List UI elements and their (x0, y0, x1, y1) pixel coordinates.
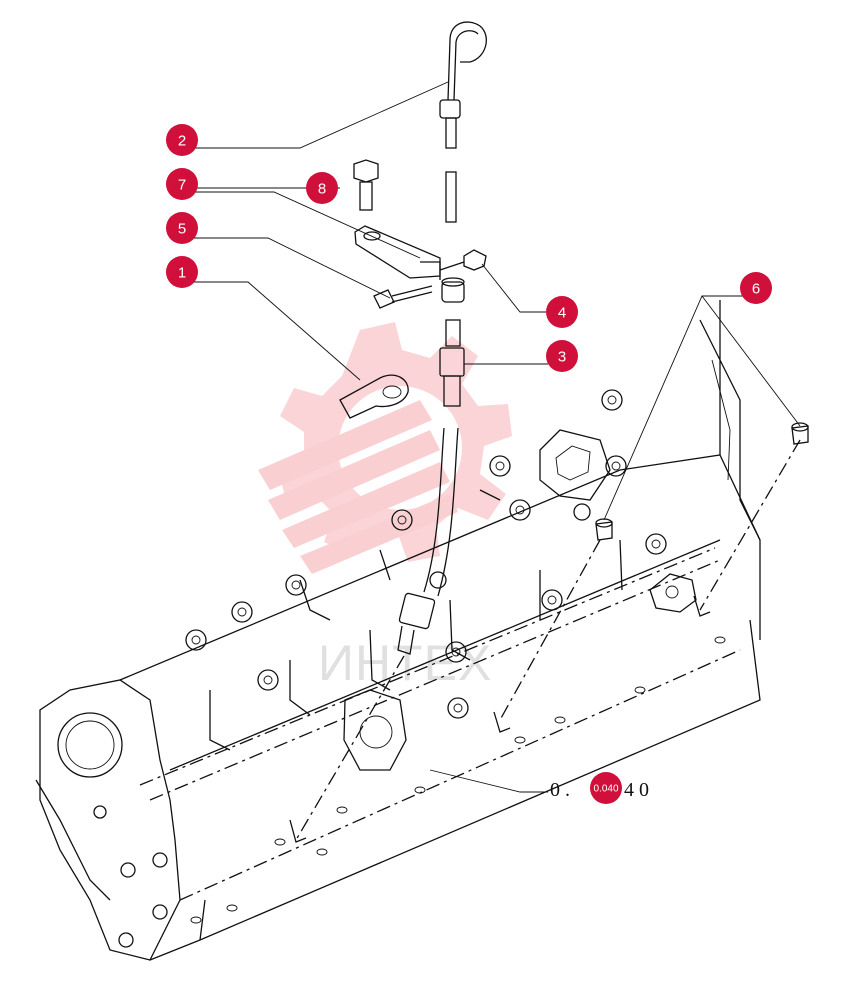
callout-2[interactable]: 2 (166, 124, 198, 156)
reference-right: 4 0 (624, 779, 649, 801)
svg-text:2: 2 (178, 133, 186, 150)
watermark-logo: ИНТЕХ (258, 322, 512, 691)
callout-1[interactable]: 1 (166, 256, 198, 288)
svg-text:5: 5 (178, 221, 186, 238)
reference-left: 0 . (550, 779, 570, 801)
engine-block (35, 300, 761, 961)
watermark-text: ИНТЕХ (318, 635, 492, 691)
svg-text:8: 8 (318, 181, 326, 198)
svg-text:7: 7 (178, 177, 186, 194)
callout-6[interactable]: 6 (740, 272, 772, 304)
callout-5[interactable]: 5 (166, 212, 198, 244)
callout-4[interactable]: 4 (546, 296, 578, 328)
reference-badge-circle (590, 772, 622, 804)
svg-text:3: 3 (558, 349, 566, 366)
svg-text:1: 1 (178, 265, 186, 282)
reference-number[interactable]: 0 . 0.040 4 0 (550, 772, 649, 804)
callout-8[interactable]: 8 (306, 172, 338, 204)
svg-text:4: 4 (558, 305, 566, 322)
reference-badge: 0.040 (593, 784, 618, 795)
callout-7[interactable]: 7 (166, 168, 198, 200)
callout-3[interactable]: 3 (546, 340, 578, 372)
svg-text:6: 6 (752, 281, 760, 298)
leader-lines (182, 81, 801, 793)
dipstick-assembly (295, 21, 809, 841)
